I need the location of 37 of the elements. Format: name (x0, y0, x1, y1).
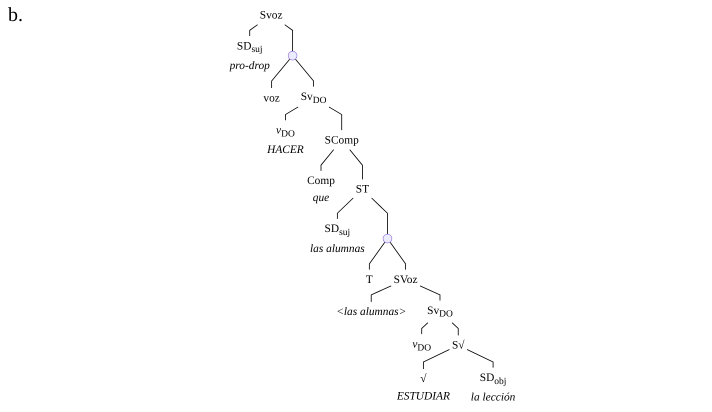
connector (370, 285, 392, 302)
node-text: SD$_{suj}$ las alumnas (310, 222, 364, 254)
node-text: √ ESTUDIAR (396, 372, 450, 402)
node-text: Svoz (259, 8, 282, 21)
node-text: T (365, 272, 372, 286)
connector (466, 349, 494, 368)
node-text: Comp que (306, 174, 334, 204)
connector (419, 285, 440, 301)
connector (370, 198, 388, 235)
connector (284, 24, 293, 52)
node-point (287, 50, 297, 60)
node-text: v$_{DO}$ HACER (266, 123, 304, 156)
connector (420, 322, 428, 335)
node-text: Sv$_{DO}$ (300, 90, 326, 106)
example-label: b. (8, 4, 23, 27)
connector (348, 149, 362, 180)
node-text: SVoz (393, 272, 418, 286)
connector (422, 349, 450, 370)
node-text: S√ (451, 338, 464, 352)
connector (248, 24, 258, 36)
node-text: SComp (324, 133, 358, 146)
connector (284, 106, 298, 121)
connector (320, 149, 334, 172)
node-text: ST (355, 182, 369, 196)
node-text: SD$_{obj}$ la lección (470, 370, 515, 404)
node-point (382, 234, 392, 244)
connector (270, 58, 290, 88)
connector (294, 58, 314, 88)
node-text: v$_{DO}$ (412, 337, 431, 353)
connector (336, 198, 354, 220)
connector (389, 242, 406, 270)
connector (451, 322, 458, 336)
node-text: Sv$_{DO}$ (426, 304, 452, 320)
node-text: SD$_{suj}$ pro-drop (229, 39, 270, 72)
node-text: <las alumnas> (336, 305, 406, 318)
connector (368, 242, 385, 270)
node-text: voz (262, 91, 280, 104)
